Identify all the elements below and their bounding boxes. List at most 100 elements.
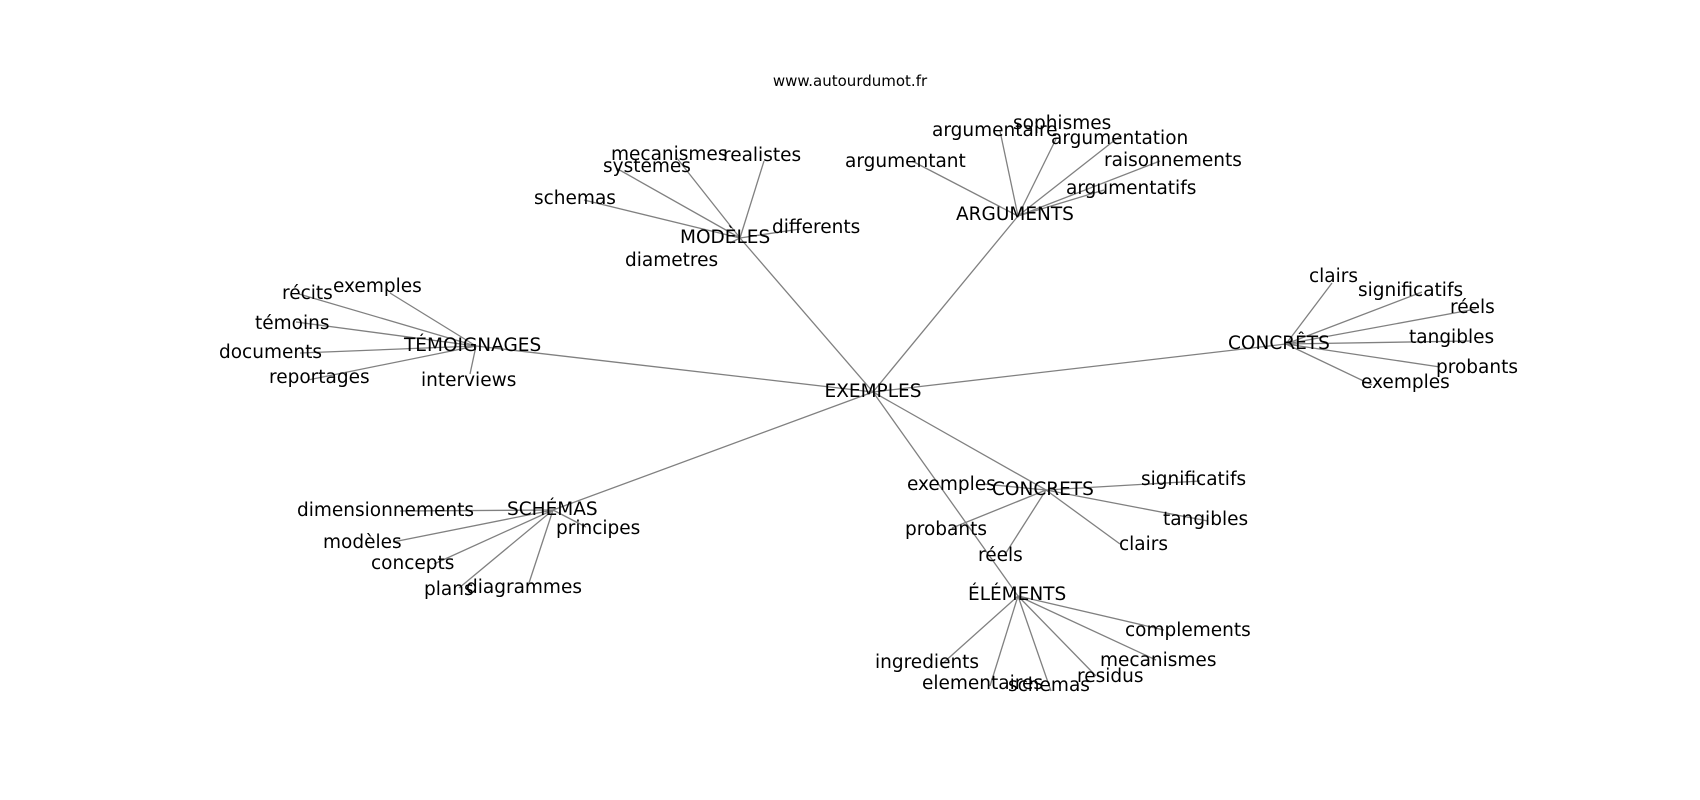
word-label[interactable]: schemas	[534, 188, 616, 209]
hub-label-concrets-accent[interactable]: CONCRÊTS	[1228, 332, 1330, 354]
word-label[interactable]: plans	[424, 579, 474, 600]
word-label[interactable]: reportages	[269, 367, 370, 388]
edge-hub-to-word	[552, 509, 587, 528]
hub-label-concrets[interactable]: CONCRETS	[992, 479, 1094, 500]
word-label[interactable]: schemas	[1008, 675, 1090, 696]
word-label[interactable]: réels	[978, 545, 1023, 566]
word-label[interactable]: argumentatifs	[1066, 178, 1196, 199]
edge-hub-to-word	[469, 345, 477, 375]
word-label[interactable]: significatifs	[1141, 469, 1246, 490]
edge-center-to-hub	[475, 345, 874, 393]
edge-hub-to-word	[1045, 489, 1209, 522]
graph-labels: EXEMPLES MODÈLES systemes mecanismes rea…	[219, 113, 1518, 696]
edge-hub-to-word	[1003, 489, 1047, 557]
word-label[interactable]: témoins	[255, 313, 329, 334]
edge-hub-to-word	[307, 345, 477, 381]
edge-hub-to-word	[1017, 595, 1165, 631]
edge-hub-to-word	[392, 509, 554, 543]
edge-hub-to-word	[999, 130, 1019, 217]
edge-hub-to-word	[615, 167, 741, 239]
word-label[interactable]: tangibles	[1409, 327, 1494, 348]
hub-label-arguments[interactable]: ARGUMENTS	[956, 204, 1074, 225]
edge-hub-to-word	[1017, 138, 1057, 217]
word-label[interactable]: residus	[1077, 666, 1143, 687]
edge-center-to-hub	[872, 391, 1047, 491]
word-label[interactable]: probants	[905, 519, 987, 540]
hub-label-modeles[interactable]: MODÈLES	[680, 226, 770, 248]
edge-hub-to-word	[1285, 282, 1333, 345]
center-node-label[interactable]: EXEMPLES	[825, 381, 922, 402]
hub-label-schemas[interactable]: SCHÉMAS	[507, 498, 598, 520]
edge-hub-to-word	[1017, 135, 1121, 217]
word-label[interactable]: diagrammes	[466, 577, 582, 598]
edge-hub-to-word	[739, 160, 765, 239]
edge-hub-to-word	[729, 237, 741, 244]
word-label[interactable]: clairs	[1309, 266, 1358, 287]
edge-center-to-hub	[872, 215, 1019, 393]
word-label[interactable]: principes	[556, 518, 640, 539]
edge-hub-to-word	[911, 160, 1019, 217]
edge-hub-to-word	[1017, 595, 1052, 692]
hub-label-temoignages[interactable]: TÉMOIGNAGES	[403, 334, 541, 356]
edge-hub-to-word	[1017, 189, 1105, 217]
word-label[interactable]: documents	[219, 342, 322, 363]
word-label[interactable]: elementaires	[922, 673, 1043, 694]
word-label[interactable]: dimensionnements	[297, 500, 474, 521]
word-label[interactable]: differents	[772, 217, 860, 238]
word-label[interactable]: récits	[282, 283, 333, 304]
edge-hub-to-word	[1045, 480, 1201, 491]
edge-hub-to-word	[1045, 489, 1121, 545]
word-label[interactable]: systemes	[603, 156, 691, 177]
edge-hub-to-word	[1285, 291, 1423, 345]
word-label[interactable]: tangibles	[1163, 509, 1248, 530]
edge-hub-to-word	[1285, 343, 1441, 368]
edge-hub-to-word	[458, 509, 554, 589]
edge-hub-to-word	[299, 345, 477, 354]
edge-hub-to-word	[399, 509, 554, 512]
edge-hub-to-word	[295, 321, 477, 347]
word-label[interactable]: raisonnements	[1104, 150, 1242, 171]
word-label[interactable]: significatifs	[1358, 280, 1463, 301]
edge-hub-to-word	[583, 199, 741, 239]
edge-hub-to-word	[1285, 343, 1373, 386]
edge-hub-to-word	[951, 489, 1047, 529]
edge-hub-to-word	[1017, 595, 1097, 677]
edge-hub-to-word	[983, 483, 1047, 491]
edge-center-to-hub	[552, 391, 874, 511]
edge-center-to-hub	[872, 391, 1019, 597]
edge-hub-to-word	[989, 595, 1019, 687]
word-label[interactable]: argumentation	[1051, 128, 1188, 149]
word-label[interactable]: clairs	[1119, 534, 1168, 555]
word-label[interactable]: ingredients	[875, 652, 979, 673]
edge-hub-to-word	[298, 293, 477, 347]
word-label[interactable]: exemples	[1361, 372, 1450, 393]
graph-edges	[295, 130, 1477, 692]
word-label[interactable]: exemples	[333, 276, 422, 297]
word-label[interactable]: realistes	[723, 145, 801, 166]
word-label[interactable]: complements	[1125, 620, 1251, 641]
edge-hub-to-word	[675, 156, 741, 239]
edge-center-to-hub	[872, 343, 1287, 393]
edge-hub-to-word	[1017, 595, 1157, 661]
word-label[interactable]: mecanismes	[1100, 650, 1216, 671]
edge-hub-to-word	[739, 228, 801, 239]
word-label[interactable]: réels	[1450, 297, 1495, 318]
word-label[interactable]: diametres	[625, 250, 718, 271]
word-label[interactable]: argumentaire	[932, 120, 1058, 141]
edge-hub-to-word	[389, 292, 477, 347]
source-url: www.autourdumot.fr	[772, 72, 928, 90]
edge-hub-to-word	[527, 509, 554, 587]
word-label[interactable]: probants	[1436, 357, 1518, 378]
edge-center-to-hub	[739, 237, 874, 393]
edge-hub-to-word	[433, 509, 554, 565]
word-label[interactable]: mecanismes	[611, 144, 727, 165]
word-label[interactable]: interviews	[421, 370, 516, 391]
word-label[interactable]: sophismes	[1013, 113, 1111, 134]
hub-label-elements[interactable]: ÉLÉMENTS	[968, 583, 1066, 605]
word-label[interactable]: argumentant	[845, 151, 966, 172]
word-label[interactable]: exemples	[907, 474, 996, 495]
edge-hub-to-word	[1285, 308, 1477, 345]
word-label[interactable]: concepts	[371, 553, 454, 574]
word-label[interactable]: modèles	[323, 532, 402, 553]
